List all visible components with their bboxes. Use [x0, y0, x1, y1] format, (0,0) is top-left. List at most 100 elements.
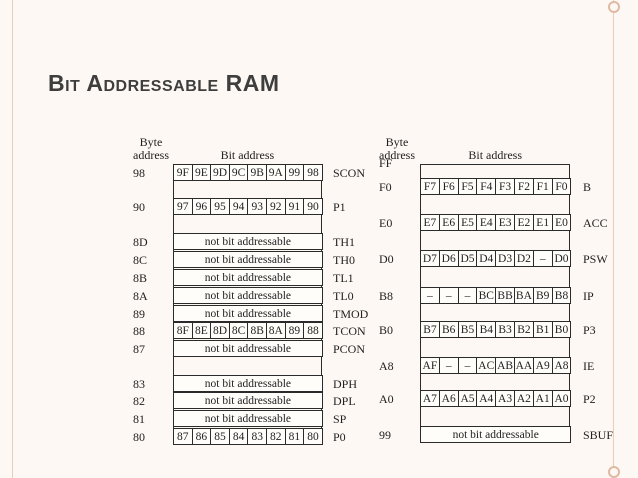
right_table-bit-cell: BA: [514, 287, 534, 304]
left_table-row-address: 81: [133, 412, 145, 426]
right_table-bit-cell: F7: [420, 178, 440, 195]
right_table-row-address: A0: [379, 392, 394, 406]
right_table-bit-cell: E4: [476, 214, 497, 231]
left_table-non-bit-row: not bit addressable: [173, 287, 323, 304]
right_table-row-address: D0: [379, 252, 394, 266]
left_table-non-bit-row: not bit addressable: [173, 392, 323, 409]
right_table-bit-cell: F3: [495, 178, 515, 195]
right_table-bit-cell: BC: [476, 287, 497, 304]
right-decorative-rule: [613, 0, 614, 478]
left_table-row-address: 8B: [133, 271, 148, 285]
left_table-row-address: 98: [133, 166, 145, 180]
left_table-non-bit-row: not bit addressable: [173, 251, 323, 268]
left_table-row-address: 8A: [133, 289, 148, 303]
left_table-bit-cell: 8E: [191, 322, 212, 339]
left_table-bit-cell: 85: [210, 428, 230, 445]
left_table-register-name: DPH: [333, 377, 358, 391]
left_table-register-name: TL0: [333, 289, 354, 303]
left_table-bit-cell: 91: [284, 198, 305, 215]
right_table-bit-cell: E0: [551, 214, 572, 231]
right_table-bit-cell: A3: [495, 390, 515, 407]
right_table-bit-cell: D3: [495, 250, 515, 267]
right_table-bit-cell: F0: [551, 178, 572, 195]
left-decorative-rule: [12, 0, 13, 478]
left_table-non-bit-row: not bit addressable: [173, 375, 323, 392]
left_table-bit-cell: 8B: [247, 322, 267, 339]
right_table-bit-cell: F6: [438, 178, 459, 195]
left_table-row-address: 83: [133, 377, 145, 391]
right_table-row-address: B8: [379, 289, 394, 303]
bottom-decorative-dot: [608, 466, 620, 478]
right_table-bit-cell: B6: [438, 321, 459, 338]
left_table-register-name: TH0: [333, 253, 355, 267]
right_table-bit-cell: B1: [532, 321, 553, 338]
left_table-bit-cell: 9A: [266, 164, 286, 181]
left_table-register-name: P1: [333, 200, 346, 214]
right_table-bit-cell: B9: [532, 287, 553, 304]
right_table-bit-cell: B8: [551, 287, 572, 304]
left_table-bit-cell: 90: [303, 198, 323, 215]
right_table-bit-cell: F5: [457, 178, 478, 195]
left_table-row-address: 82: [133, 394, 145, 408]
right_table-bit-cell: AA: [514, 357, 534, 374]
right_table-bit-cell: A5: [457, 390, 478, 407]
right_table-register-name: ACC: [583, 216, 608, 230]
right_table-bit-cell: –: [532, 250, 553, 267]
right_table-bit-cell: E7: [420, 214, 440, 231]
right_table-bit-cell: D0: [551, 250, 572, 267]
right_table-bit-cell: AC: [476, 357, 497, 374]
left_table-bit-cell: 8A: [266, 322, 286, 339]
right_table-bit-cell: E3: [495, 214, 515, 231]
right_table-register-name: P3: [583, 323, 596, 337]
left_table-bit-cell: 95: [210, 198, 230, 215]
right_table-bit-cell: A2: [514, 390, 534, 407]
left_table-register-name: DPL: [333, 394, 356, 408]
right_table-register-name: PSW: [583, 252, 608, 266]
left_table-non-bit-row: not bit addressable: [173, 269, 323, 286]
left_table-bit-cell: 84: [228, 428, 249, 445]
left_table-bit-cell: 87: [173, 428, 193, 445]
left_table-register-name: TMOD: [333, 307, 369, 321]
right_table-bit-cell: F1: [532, 178, 553, 195]
left_table-non-bit-row: not bit addressable: [173, 340, 323, 357]
right_table-bit-address-header: Bit address: [468, 148, 523, 162]
right_table-bit-cell: A9: [532, 357, 553, 374]
left_table-register-name: TH1: [333, 235, 355, 249]
right_table-register-name: P2: [583, 392, 596, 406]
right_table-bit-cell: BB: [495, 287, 515, 304]
left_table-bit-cell: 9F: [173, 164, 193, 181]
left_table-bit-cell: 9C: [228, 164, 249, 181]
right_table-bit-cell: A7: [420, 390, 440, 407]
right_table-bit-cell: A6: [438, 390, 459, 407]
left_table-bit-cell: 93: [247, 198, 267, 215]
right_table-bit-cell: B2: [514, 321, 534, 338]
left_table-bit-cell: 80: [303, 428, 323, 445]
left_table-non-bit-row: not bit addressable: [173, 233, 323, 250]
left_table-bit-cell: 9E: [191, 164, 212, 181]
right_table-register-name: B: [583, 180, 592, 194]
left_table-bit-cell: 81: [284, 428, 305, 445]
right_table-row-address: B0: [379, 323, 394, 337]
left_table-bit-cell: 88: [303, 322, 323, 339]
right_table-row-address: F0: [379, 180, 392, 194]
left_table-row-address: 88: [133, 324, 145, 338]
right_table-bit-cell: E6: [438, 214, 459, 231]
left_table-row-address: 87: [133, 342, 145, 356]
left_table-bit-cell: 97: [173, 198, 193, 215]
right_table-non-bit-row: not bit addressable: [420, 426, 572, 443]
right_table-bit-cell: E1: [532, 214, 553, 231]
left_table-bit-cell: 8D: [210, 322, 230, 339]
right_table-bit-cell: F4: [476, 178, 497, 195]
right_table-bit-cell: D5: [457, 250, 478, 267]
left_table-bit-address-header: Bit address: [220, 148, 275, 162]
right_table-bit-cell: B7: [420, 321, 440, 338]
right_table-bit-cell: AF: [420, 357, 440, 374]
right_table-row-address: A8: [379, 359, 394, 373]
right_table-register-name: IE: [583, 359, 595, 373]
left_table-non-bit-row: not bit addressable: [173, 305, 323, 322]
left_table-bit-cell: 8F: [173, 322, 193, 339]
right_table-bit-cell: A8: [551, 357, 572, 374]
left_table-bit-cell: 82: [266, 428, 286, 445]
